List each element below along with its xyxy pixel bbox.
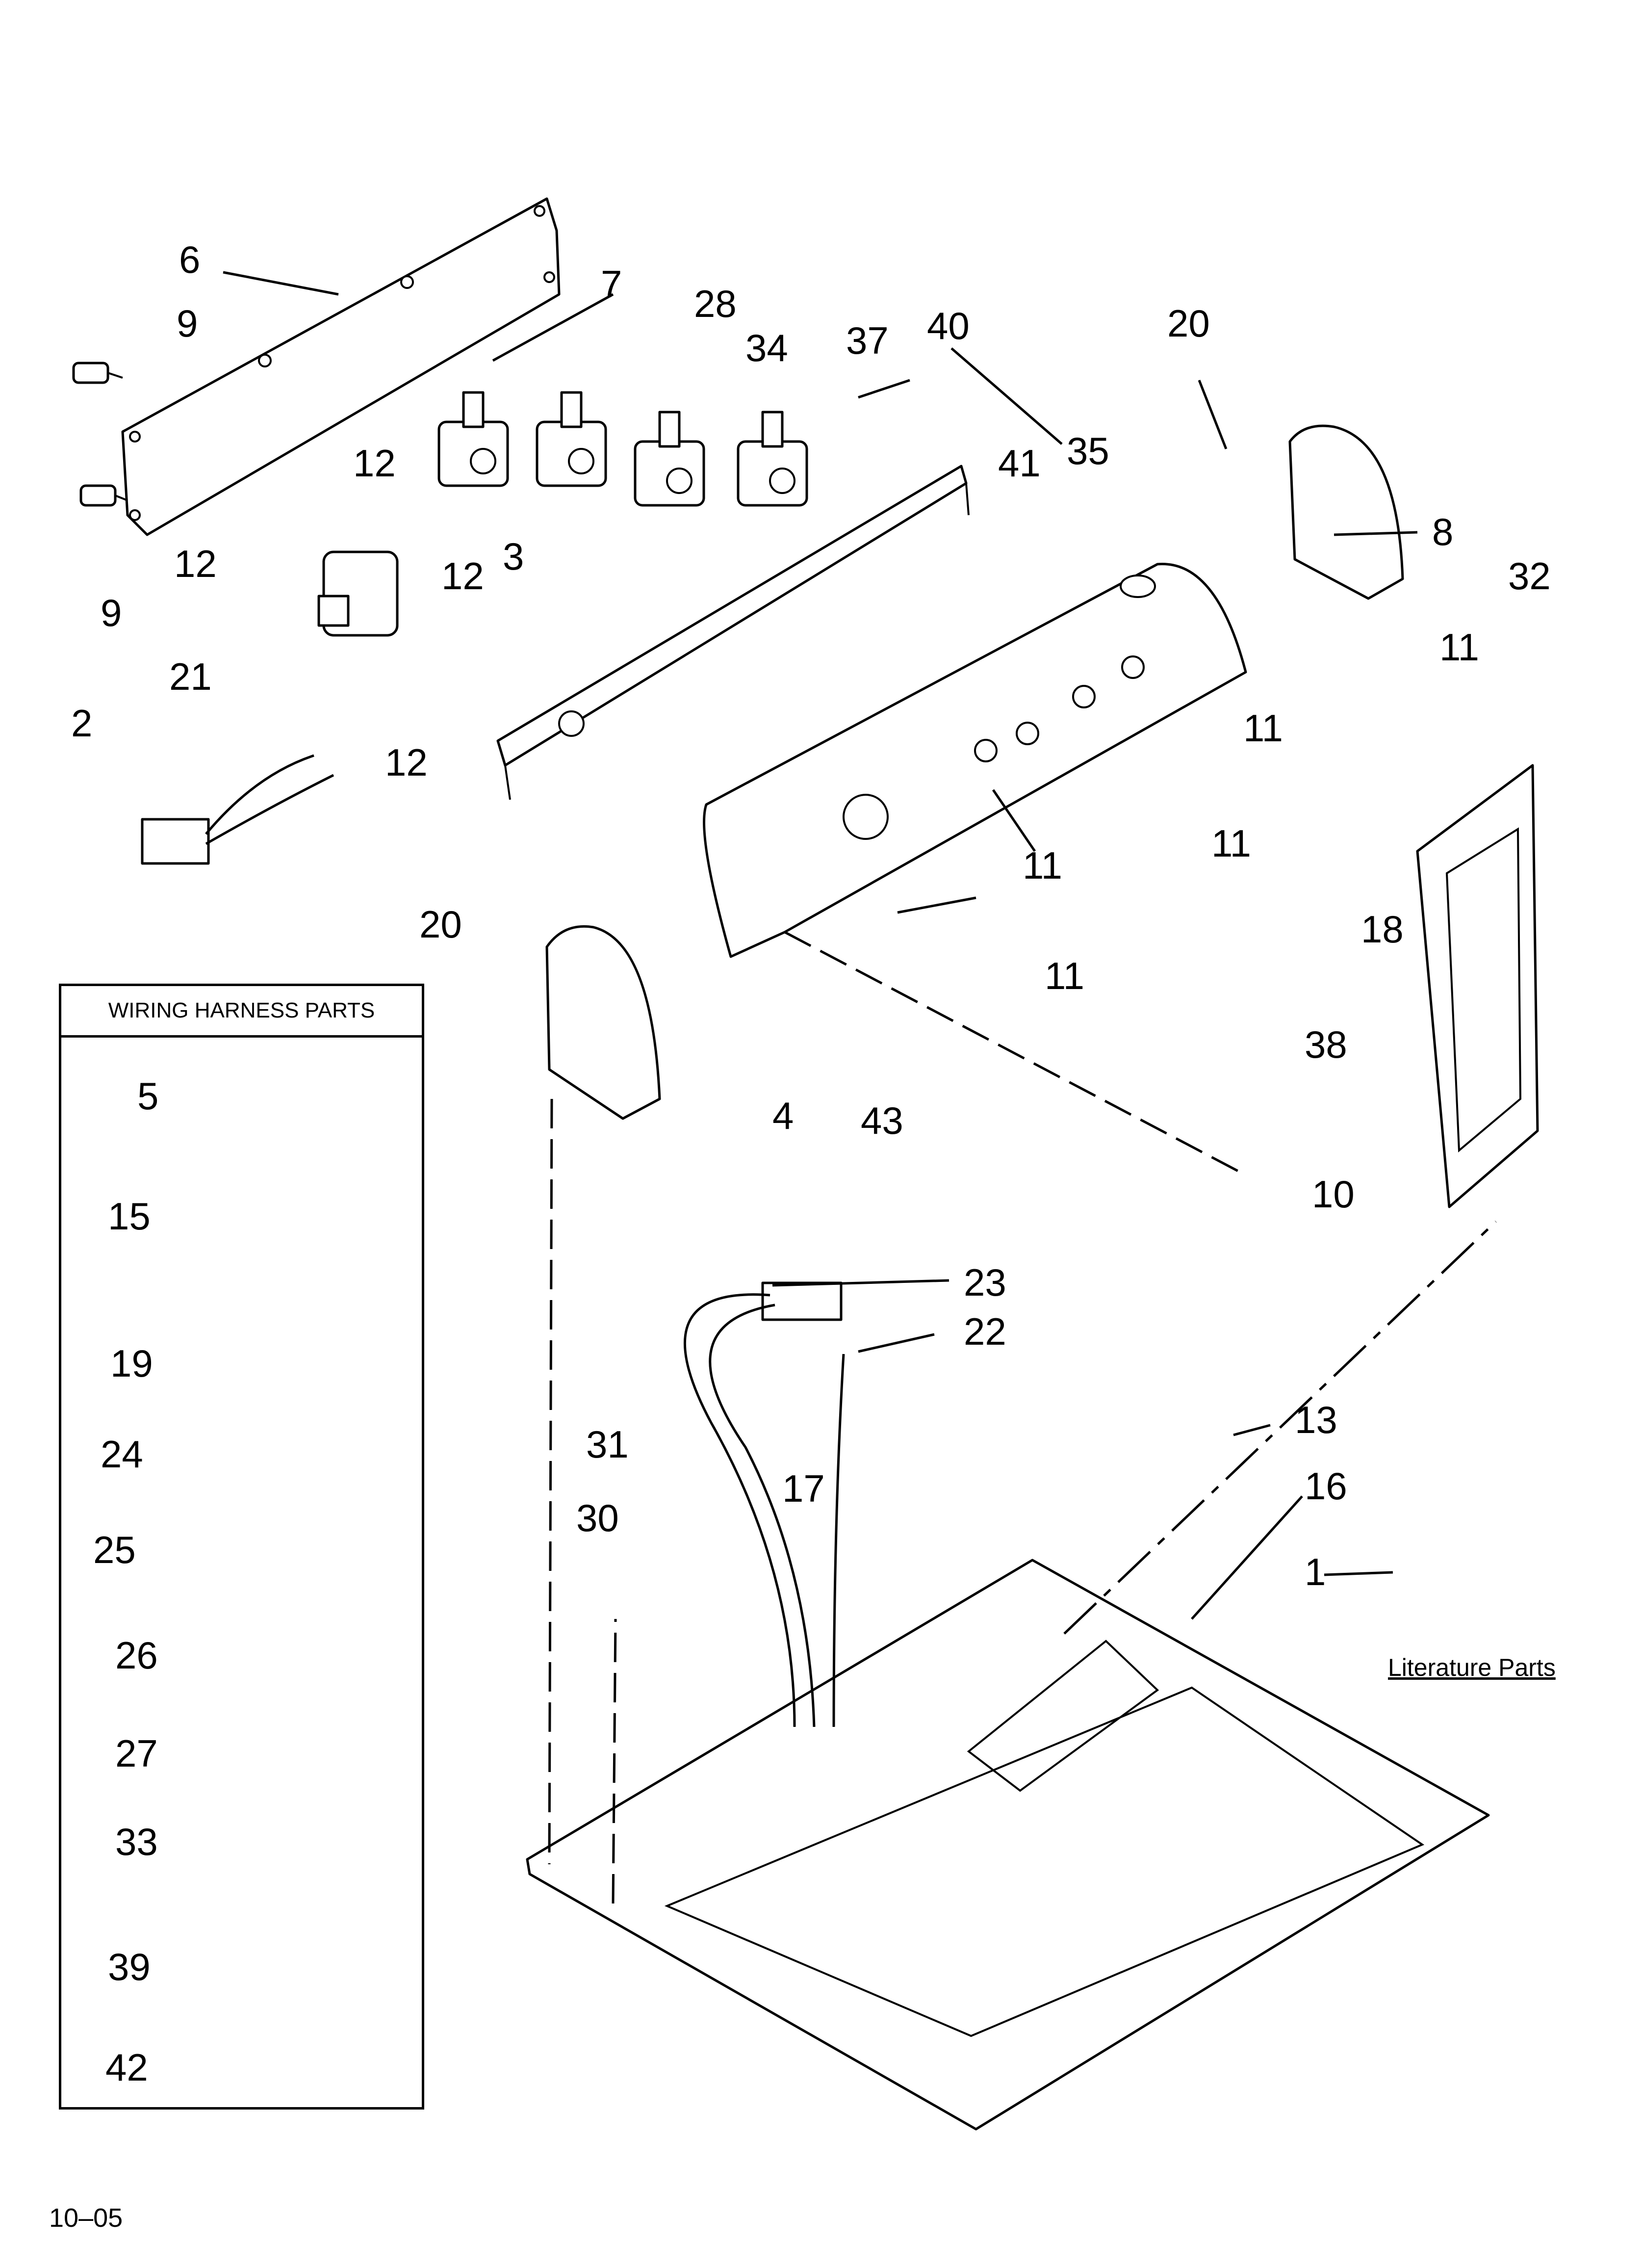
guide-line-console-knob <box>784 931 1242 1174</box>
console-back-panel <box>121 197 561 536</box>
end-cap-8 <box>1288 424 1404 600</box>
guide-line-screen <box>1063 1221 1497 1635</box>
callout-8: 8 <box>1432 510 1454 553</box>
legend-callout-27: 27 <box>115 1732 158 1775</box>
leader-lines <box>223 271 1418 1620</box>
callout-32: 32 <box>1508 554 1551 598</box>
wiring-harness-legend: WIRING HARNESS PARTS <box>59 984 424 2110</box>
callout-28: 28 <box>694 282 737 325</box>
callout-11-a: 11 <box>1439 626 1479 669</box>
callout-12-b: 12 <box>174 542 217 585</box>
callout-22: 22 <box>964 1310 1006 1353</box>
callout-30: 30 <box>576 1496 619 1539</box>
callout-13: 13 <box>1295 1398 1337 1441</box>
callout-35: 35 <box>1067 429 1109 472</box>
screw-9-bottom <box>79 484 128 507</box>
callout-20-a: 20 <box>1167 302 1210 345</box>
legend-callout-33: 33 <box>115 1820 158 1863</box>
callout-41: 41 <box>998 442 1041 485</box>
footer-code: 10–05 <box>49 2203 123 2233</box>
control-bracket-40 <box>496 465 970 800</box>
legend-callout-5: 5 <box>137 1074 159 1118</box>
callout-9-a: 9 <box>177 302 198 345</box>
callout-23: 23 <box>964 1261 1006 1304</box>
callout-3: 3 <box>503 535 524 578</box>
callout-40: 40 <box>927 304 970 347</box>
screw-9-top <box>72 362 123 384</box>
callout-12-c: 12 <box>441 554 484 598</box>
literature-parts-label: Literature Parts <box>1388 1654 1556 1681</box>
callout-11-b: 11 <box>1243 706 1283 750</box>
legend-callout-42: 42 <box>105 2046 148 2089</box>
callout-38: 38 <box>1305 1023 1347 1066</box>
valve-7 <box>437 391 509 487</box>
callout-31: 31 <box>586 1423 629 1466</box>
legend-callout-15: 15 <box>108 1195 151 1238</box>
callout-17: 17 <box>782 1467 825 1510</box>
valve-28 <box>536 391 607 487</box>
callout-9-b: 9 <box>101 591 122 634</box>
callout-20-b: 20 <box>419 903 462 946</box>
legend-callout-39: 39 <box>108 1945 151 1988</box>
callout-7: 7 <box>601 262 622 306</box>
valve-34 <box>634 411 705 507</box>
legend-callout-19: 19 <box>110 1342 153 1385</box>
callout-6: 6 <box>179 238 201 281</box>
valve-37 <box>737 411 808 507</box>
wire-harness-23 <box>683 1281 845 1727</box>
callout-34: 34 <box>745 326 788 369</box>
callout-11-e: 11 <box>1045 954 1084 997</box>
legend-callout-25: 25 <box>93 1528 136 1571</box>
timer-21 <box>317 550 399 637</box>
callout-37: 37 <box>846 319 889 362</box>
callout-1: 1 <box>1305 1550 1326 1593</box>
legend-callout-26: 26 <box>115 1634 158 1677</box>
callout-12-a: 12 <box>353 442 396 485</box>
callout-16: 16 <box>1305 1464 1347 1508</box>
end-cap-4 <box>545 925 661 1120</box>
lint-screen-10 <box>1416 764 1539 1208</box>
guide-line-harness <box>612 1618 617 1904</box>
callout-12-d: 12 <box>385 741 428 784</box>
top-cabinet-16 <box>526 1559 1490 2131</box>
control-panel-41 <box>703 563 1247 958</box>
callout-18: 18 <box>1361 908 1404 951</box>
callout-4: 4 <box>772 1094 794 1137</box>
legend-callout-24: 24 <box>101 1433 143 1476</box>
callout-10: 10 <box>1312 1173 1355 1216</box>
callout-43: 43 <box>861 1099 903 1142</box>
callout-11-c: 11 <box>1211 822 1251 865</box>
guide-line-cap-left <box>548 1098 553 1865</box>
callout-21: 21 <box>169 655 212 698</box>
legend-title: WIRING HARNESS PARTS <box>61 986 422 1038</box>
callout-11-d: 11 <box>1023 844 1062 887</box>
callout-2: 2 <box>71 702 93 745</box>
harness-2 <box>141 754 334 865</box>
